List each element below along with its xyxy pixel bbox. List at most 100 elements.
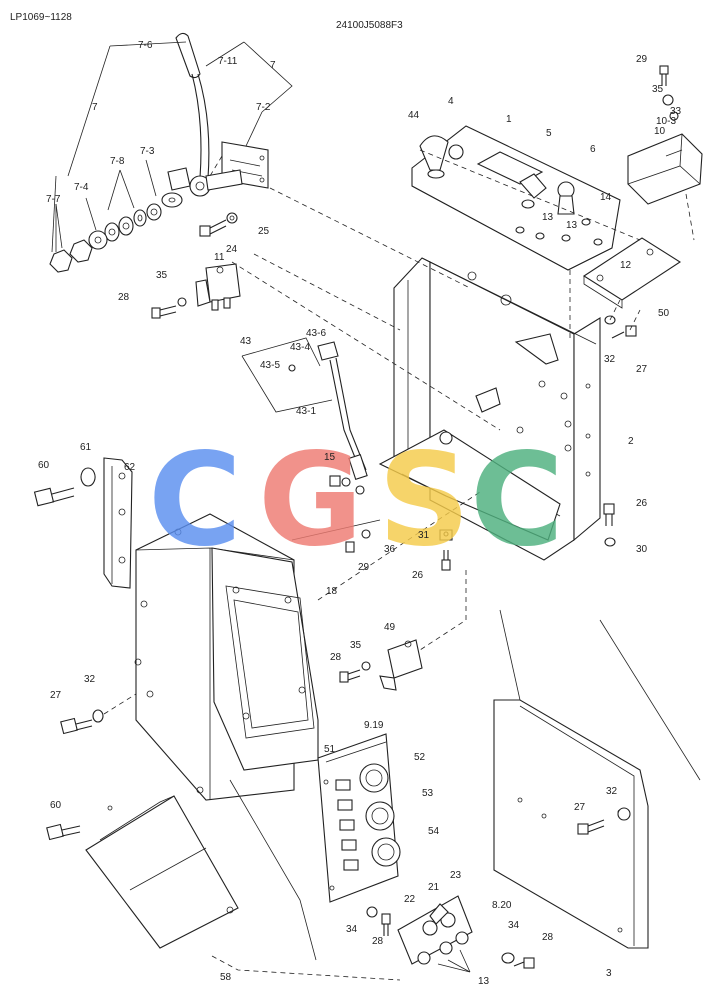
console-body-18	[134, 513, 319, 801]
label-35-low: 35	[350, 640, 362, 651]
gauge-panel-9-19	[317, 733, 401, 903]
label-33: 33	[670, 106, 682, 117]
label-60-bottom: 60	[50, 800, 62, 811]
label-27-right: 27	[636, 364, 648, 375]
fasteners-center	[329, 315, 637, 571]
label-35-mid: 35	[156, 270, 168, 281]
label-3: 3	[606, 968, 612, 979]
cover-58	[46, 795, 239, 949]
label-2: 2	[628, 436, 634, 447]
label-27-left: 27	[50, 690, 62, 701]
label-58: 58	[220, 972, 232, 983]
label-28-bottom: 28	[372, 936, 384, 947]
lever-assembly	[49, 32, 293, 273]
header-left-code: LP1069~1128	[10, 12, 72, 23]
bracket-62	[33, 457, 133, 589]
label-13-bottom: 13	[478, 976, 490, 987]
label-51: 51	[324, 744, 336, 755]
label-50: 50	[658, 308, 670, 319]
label-24: 24	[226, 244, 238, 255]
label-29-mid: 29	[358, 562, 370, 573]
label-32-cover: 32	[606, 786, 618, 797]
label-43-6: 43-6	[306, 328, 326, 339]
label-44: 44	[408, 110, 420, 121]
label-32-right: 32	[604, 354, 616, 365]
small-fasteners-top-right	[659, 65, 679, 121]
label-7-11: 7-11	[218, 56, 238, 67]
label-21: 21	[428, 882, 440, 893]
label-7-3: 7-3	[140, 146, 155, 157]
main-box-2	[378, 257, 601, 561]
label-31: 31	[418, 530, 430, 541]
label-28-right: 28	[542, 932, 554, 943]
label-43: 43	[240, 336, 252, 347]
label-10: 10	[654, 126, 666, 137]
bolt-24	[199, 212, 238, 237]
bolt-27-left	[60, 693, 137, 735]
part-labels: 7-6 7-11 7 7 7-2 7-3 7-8 7-4 7-7 29 35 3…	[38, 40, 682, 987]
label-62: 62	[124, 462, 136, 473]
watermark: C G S C	[148, 426, 564, 575]
label-7-8: 7-8	[110, 156, 125, 167]
label-7-2: 7-2	[256, 102, 271, 113]
label-7-4: 7-4	[74, 182, 89, 193]
label-26-mid: 26	[412, 570, 424, 581]
label-49: 49	[384, 622, 396, 633]
cover-10	[627, 133, 703, 205]
assembly-lines	[211, 149, 701, 981]
label-7-7: 7-7	[46, 194, 61, 205]
label-13-a: 13	[542, 212, 554, 223]
label-10-3: 10-3	[656, 116, 676, 127]
label-26-right: 26	[636, 498, 648, 509]
label-6: 6	[590, 144, 596, 155]
label-23: 23	[450, 870, 462, 881]
label-30: 30	[636, 544, 648, 555]
switch-plate-8-20	[366, 895, 535, 973]
watermark-letter-4: C	[470, 426, 564, 575]
label-35-top: 35	[652, 84, 664, 95]
watermark-letter-2: G	[258, 426, 363, 575]
label-4: 4	[448, 96, 454, 107]
label-9-19: 9.19	[364, 720, 384, 731]
label-43-1: 43-1	[296, 406, 316, 417]
label-34-right: 34	[508, 920, 520, 931]
cable-43	[241, 337, 368, 495]
label-7-left: 7	[92, 102, 98, 113]
relay-11	[151, 263, 241, 319]
label-11: 11	[214, 252, 225, 263]
label-52: 52	[414, 752, 426, 763]
label-36: 36	[384, 544, 396, 555]
label-1: 1	[506, 114, 512, 125]
plate-50	[582, 237, 682, 309]
label-14: 14	[600, 192, 612, 203]
label-61: 61	[80, 442, 92, 453]
label-7-6: 7-6	[138, 40, 153, 51]
label-34-left: 34	[346, 924, 358, 935]
label-5: 5	[546, 128, 552, 139]
label-25: 25	[258, 226, 270, 237]
label-27-cover: 27	[574, 802, 586, 813]
top-cover-1	[411, 125, 621, 271]
label-29-top: 29	[636, 54, 648, 65]
watermark-letter-1: C	[148, 426, 242, 575]
label-22: 22	[404, 894, 416, 905]
label-8-20: 8.20	[492, 900, 512, 911]
side-cover-3	[493, 699, 649, 949]
header-center-code: 24100J5088F3	[336, 20, 403, 31]
label-43-5: 43-5	[260, 360, 280, 371]
label-13-b: 13	[566, 220, 578, 231]
label-28-top: 28	[118, 292, 130, 303]
label-12: 12	[620, 260, 632, 271]
label-15: 15	[324, 452, 336, 463]
watermark-letter-3: S	[378, 426, 470, 575]
label-7-top: 7	[270, 60, 276, 71]
label-60-top: 60	[38, 460, 50, 471]
label-54: 54	[428, 826, 440, 837]
relay-49	[339, 639, 423, 691]
label-53: 53	[422, 788, 434, 799]
label-28-mid: 28	[330, 652, 342, 663]
label-32-left: 32	[84, 674, 96, 685]
label-18: 18	[326, 586, 338, 597]
label-43-4: 43-4	[290, 342, 310, 353]
